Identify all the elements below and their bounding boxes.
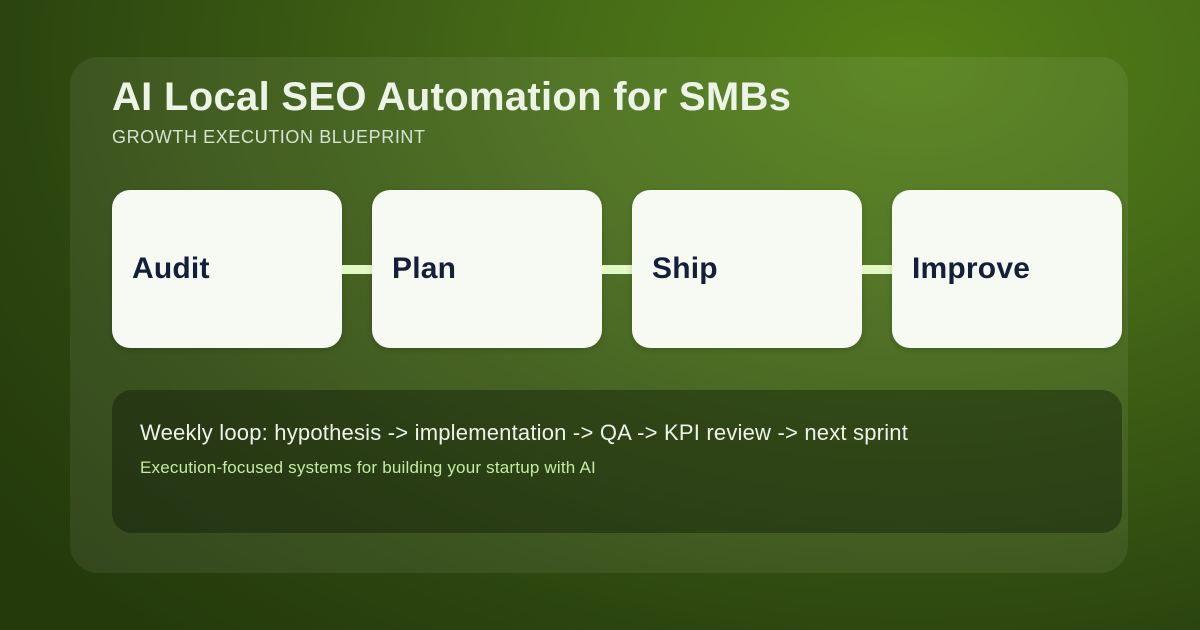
flow-step-card-audit: Audit xyxy=(112,190,342,348)
page-title: AI Local SEO Automation for SMBs xyxy=(112,75,792,119)
flow-step-card-improve: Improve xyxy=(892,190,1122,348)
flow-step-card-ship: Ship xyxy=(632,190,862,348)
flow-step-label-ship: Ship xyxy=(652,252,718,285)
flow-step-label-audit: Audit xyxy=(132,252,210,285)
tagline-text: Execution-focused systems for building y… xyxy=(140,458,596,477)
weekly-loop-text: Weekly loop: hypothesis -> implementatio… xyxy=(140,420,909,445)
content-panel: AI Local SEO Automation for SMBs GROWTH … xyxy=(70,57,1128,573)
connector-line xyxy=(342,264,372,274)
flow-step-label-plan: Plan xyxy=(392,252,457,285)
flow-step-label-improve: Improve xyxy=(912,252,1031,285)
weekly-loop-box: Weekly loop: hypothesis -> implementatio… xyxy=(112,390,1122,533)
flow-diagram: Audit Plan Ship Improve xyxy=(112,190,1122,348)
connector-line xyxy=(862,264,892,274)
connector-line xyxy=(602,264,632,274)
page-subtitle: GROWTH EXECUTION BLUEPRINT xyxy=(112,127,426,147)
header: AI Local SEO Automation for SMBs GROWTH … xyxy=(112,73,1086,149)
flow-step-card-plan: Plan xyxy=(372,190,602,348)
